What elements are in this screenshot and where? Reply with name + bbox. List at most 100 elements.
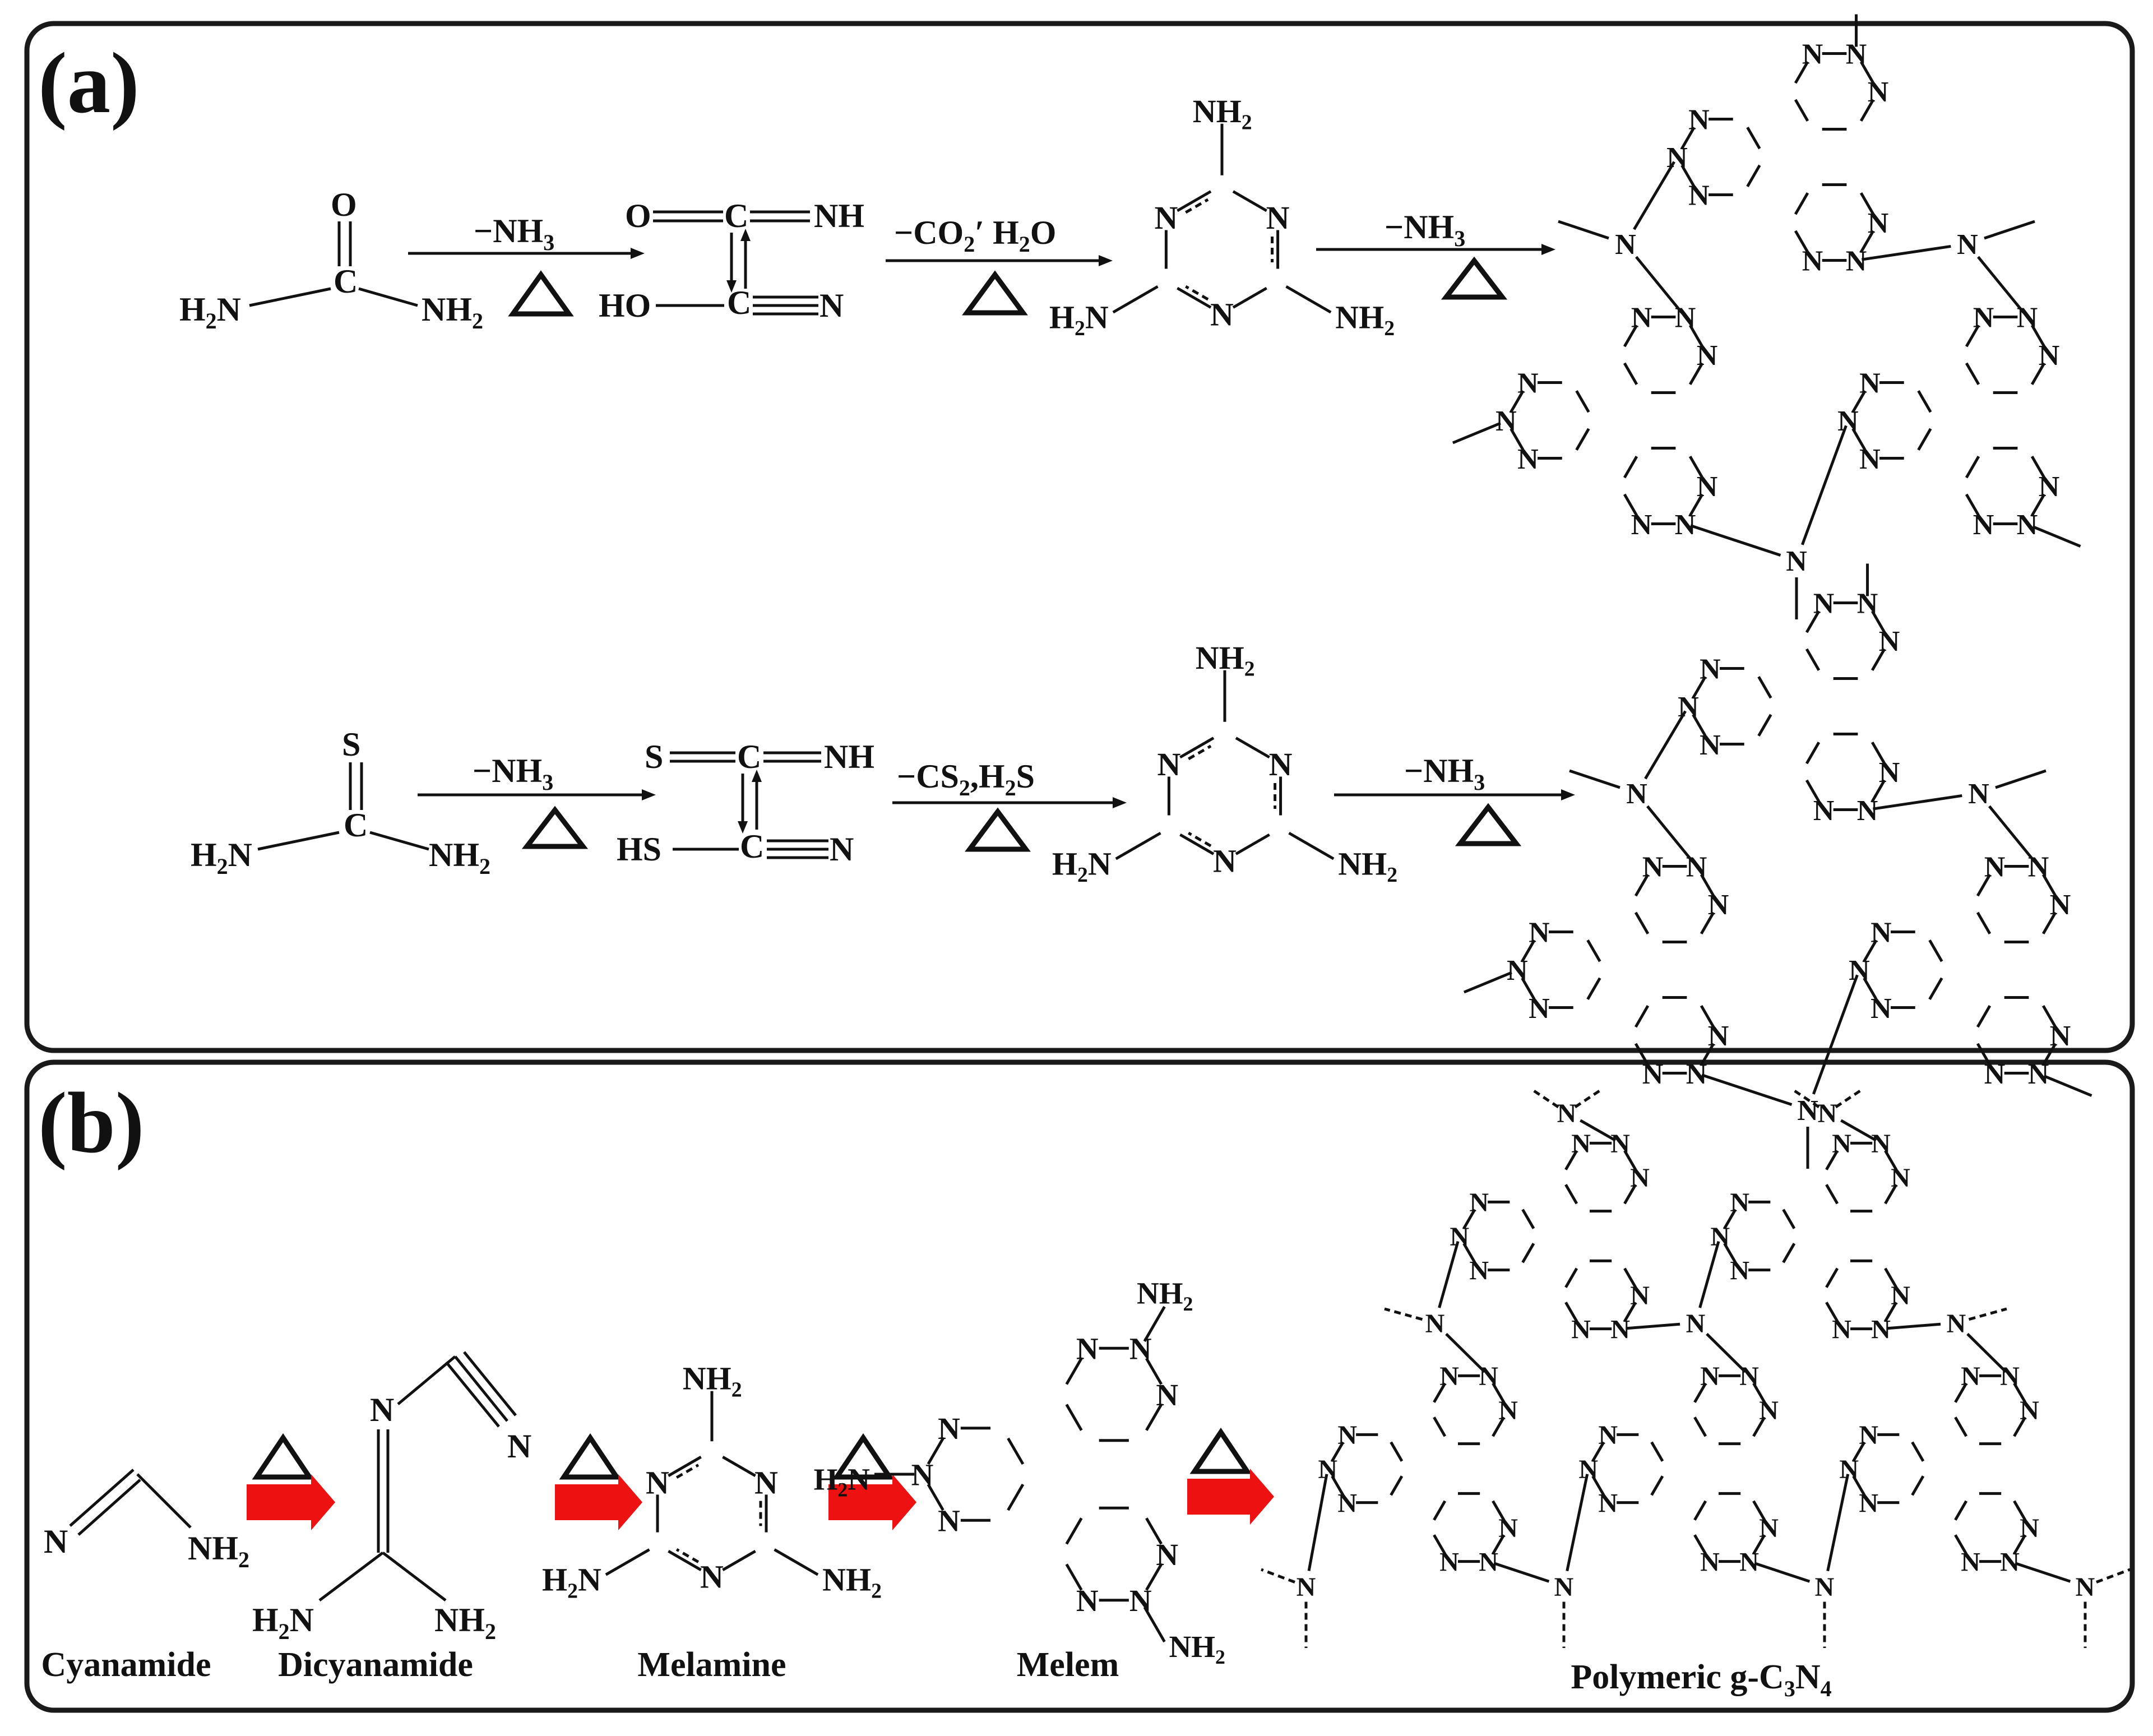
atom-N: N	[507, 1428, 531, 1465]
atom-S: S	[342, 726, 360, 763]
atom-N: N	[1630, 1163, 1650, 1193]
atom-S: S	[645, 738, 663, 775]
atom-N: N	[1973, 509, 1994, 541]
bond	[1852, 1475, 1866, 1496]
atom-N: N	[1529, 917, 1550, 949]
bond	[1825, 1184, 1839, 1205]
bond	[1700, 911, 1715, 934]
bond	[1112, 285, 1159, 314]
atom-N: N	[1498, 1513, 1518, 1543]
atom-N: N	[1832, 1314, 1851, 1344]
bond	[1143, 1306, 1166, 1342]
bond	[2041, 1043, 2057, 1066]
step-b3: −NH3	[1334, 752, 1575, 846]
bond	[1680, 127, 1696, 150]
atom-N: N	[1571, 1129, 1591, 1159]
atom-N: N	[1973, 302, 1994, 334]
bond	[1688, 493, 1704, 516]
bond	[1564, 1302, 1578, 1322]
bond	[675, 1548, 700, 1563]
atom-C: C	[740, 828, 764, 865]
h2n-label: H2N	[1052, 845, 1112, 887]
bond	[1859, 99, 1875, 122]
bond	[1650, 1475, 1664, 1496]
atom-N: N	[1529, 993, 1550, 1025]
bond	[1634, 1005, 1650, 1028]
atom-N: N	[1730, 1188, 1749, 1217]
bond	[1179, 833, 1215, 855]
bond	[1859, 192, 1875, 215]
bond	[1143, 1606, 1166, 1643]
atom-N: N	[1439, 1362, 1459, 1391]
bond	[1805, 610, 1821, 633]
bond	[1825, 1302, 1839, 1322]
red-arrow	[555, 1474, 642, 1530]
bond	[2041, 1005, 2057, 1028]
atom-N: N	[1479, 1547, 1498, 1577]
bond	[1794, 61, 1809, 84]
atom-N: N	[830, 831, 854, 868]
bond	[1911, 1475, 1925, 1496]
atom-N: N	[1961, 1362, 1980, 1391]
atom-N: N	[754, 1464, 778, 1501]
nh2-label: NH2	[683, 1360, 742, 1402]
bond	[1886, 1322, 1941, 1330]
bond	[1680, 164, 1696, 187]
bond	[1462, 1243, 1476, 1263]
bond	[2032, 525, 2081, 548]
bond	[1793, 1089, 1820, 1109]
bond	[2041, 874, 2057, 897]
heat-triangle-icon	[1441, 256, 1508, 300]
bond	[1746, 127, 1761, 150]
bond	[1965, 325, 1980, 348]
bond	[1438, 1240, 1460, 1308]
bond	[1452, 422, 1501, 445]
atom-N: N	[1642, 1058, 1664, 1090]
bond	[1835, 1089, 1862, 1109]
atom-N: N	[1839, 1455, 1859, 1484]
atom-N: N	[911, 1457, 934, 1492]
atom-N: N	[1708, 889, 1729, 921]
bond	[1390, 1441, 1404, 1462]
condition-minus-nh3: −NH3	[473, 752, 553, 795]
bond	[1700, 874, 1715, 897]
heat-triangle-icon	[252, 1433, 314, 1480]
bond	[1976, 874, 1992, 897]
step-b1: −NH3	[418, 752, 656, 849]
atom-N: N	[1868, 76, 1889, 108]
bond	[1954, 1382, 1968, 1403]
bond	[1177, 286, 1212, 309]
bond	[1690, 524, 1781, 557]
bond	[1521, 939, 1536, 962]
atom-N: N	[1686, 1058, 1707, 1090]
atom-N: N	[1813, 588, 1835, 620]
atom-C: C	[334, 263, 358, 300]
bond	[1145, 1517, 1163, 1545]
bond	[2096, 1568, 2131, 1584]
heat-triangle-icon	[521, 805, 589, 849]
thiocyanic-tautomers: S C NH HS C N	[617, 738, 874, 868]
bond	[1575, 428, 1590, 451]
bond	[1644, 710, 1687, 780]
bond	[1634, 911, 1650, 934]
nh2-label: NH2	[1338, 845, 1397, 887]
bond	[1870, 648, 1886, 671]
bond	[1177, 190, 1212, 212]
bond	[1285, 285, 1332, 314]
bond	[1782, 1243, 1796, 1263]
nh2-label: NH2	[822, 1562, 882, 1603]
bond	[1521, 977, 1536, 1000]
condition-minus-nh3: −NH3	[474, 212, 554, 255]
bond	[1623, 325, 1638, 348]
nh2-label: NH2	[1335, 299, 1395, 340]
bond	[1870, 742, 1886, 765]
bond	[1723, 1209, 1737, 1229]
bond	[1988, 805, 2036, 863]
atom-N: N	[1439, 1547, 1459, 1577]
polymer-name: Polymeric g-C3N4	[1571, 1658, 1831, 1701]
atom-N: N	[1984, 1058, 2006, 1090]
bond	[1825, 1267, 1839, 1288]
atom-N: N	[1686, 1309, 1706, 1339]
